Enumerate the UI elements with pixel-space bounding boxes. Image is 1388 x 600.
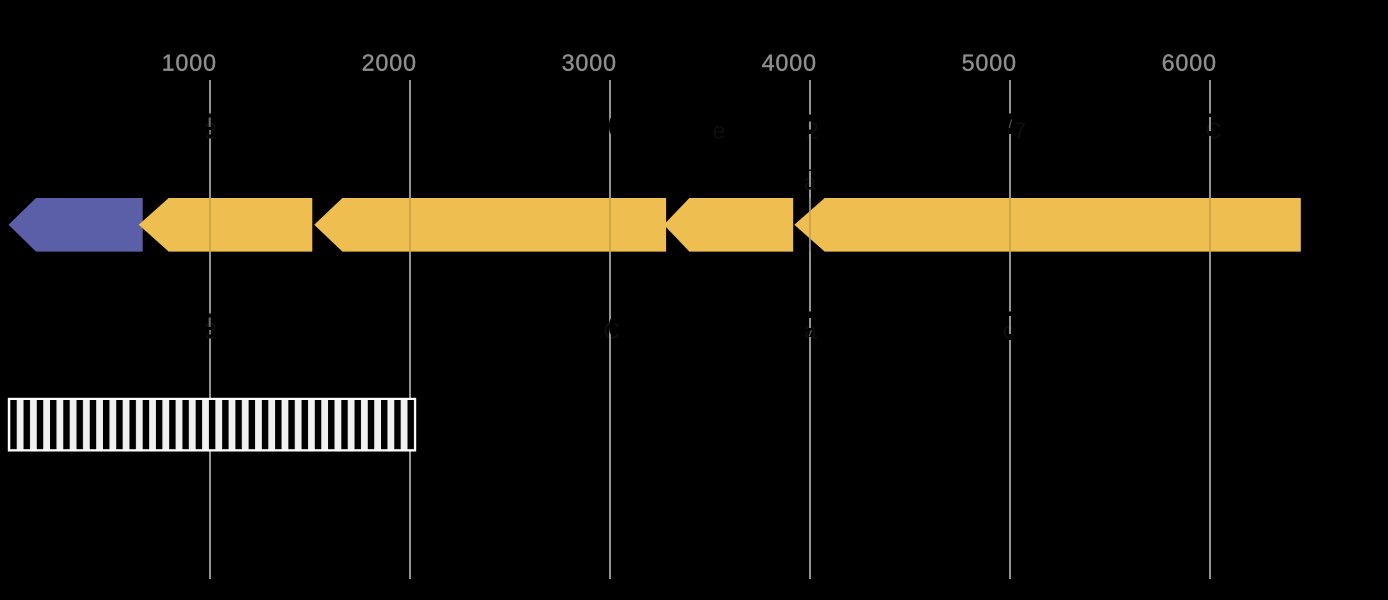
svg-text:a: a	[804, 318, 817, 344]
svg-text:7: 7	[1014, 118, 1027, 144]
svg-text:2: 2	[806, 118, 819, 144]
svg-text:C: C	[1205, 118, 1222, 144]
svg-text:e: e	[713, 118, 726, 144]
svg-text:c: c	[1003, 318, 1015, 344]
